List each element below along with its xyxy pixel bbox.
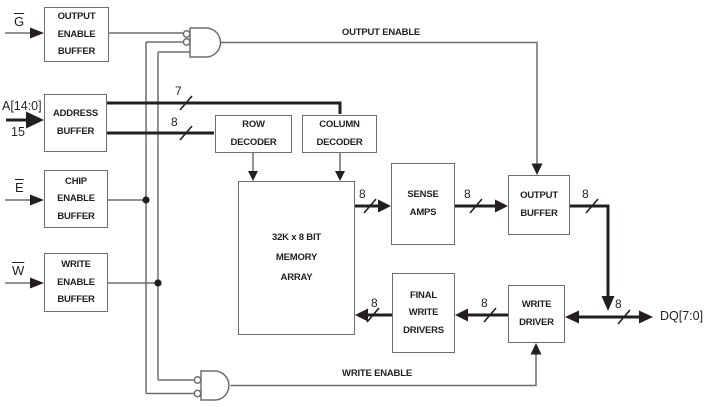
fwd-to-array-arrowhead bbox=[355, 308, 368, 322]
write-enable-and-gate bbox=[193, 370, 230, 401]
bus-width-wd-fwd: 8 bbox=[481, 296, 488, 310]
gate-bubble-w bbox=[193, 376, 202, 384]
sense-amps-block: SENSE AMPS bbox=[391, 163, 455, 245]
chip-enable-buffer-block: CHIP ENABLE BUFFER bbox=[44, 170, 108, 228]
w-arrowhead bbox=[30, 277, 44, 289]
col-dec-down-arrowhead bbox=[335, 171, 345, 181]
slash-wd-fwd bbox=[483, 307, 497, 323]
address-input-label: A[14:0] bbox=[2, 99, 42, 113]
column-decoder-label: COLUMN DECODER bbox=[316, 119, 363, 148]
address-arrowhead bbox=[26, 111, 44, 129]
dq-left-arrowhead bbox=[565, 310, 579, 324]
output-enable-buffer-label: OUTPUT ENABLE BUFFER bbox=[57, 11, 96, 58]
write-enable-junction-dot bbox=[154, 279, 162, 287]
write-driver-block: WRITE DRIVER bbox=[508, 285, 565, 343]
w-input-label: W bbox=[12, 263, 25, 278]
write-enable-wire-label: WRITE ENABLE bbox=[342, 368, 412, 379]
output-enable-wire bbox=[220, 41, 538, 165]
write-driver-label: WRITE DRIVER bbox=[519, 299, 554, 328]
g-arrowhead bbox=[30, 27, 44, 39]
final-write-drivers-label: FINAL WRITE DRIVERS bbox=[403, 289, 444, 336]
outbuf-down-arrowhead bbox=[601, 296, 615, 311]
write-enable-up-arrowhead bbox=[530, 343, 542, 355]
gate-bubble-g bbox=[182, 30, 191, 38]
write-enable-buffer-block: WRITE ENABLE BUFFER bbox=[44, 253, 108, 312]
e-input-label: E bbox=[15, 180, 24, 195]
outbuf-to-dq-bus bbox=[570, 204, 610, 297]
column-decoder-block: COLUMN DECODER bbox=[302, 115, 377, 153]
output-enable-down-arrowhead bbox=[531, 163, 543, 175]
gate-bubble-e bbox=[182, 38, 191, 46]
final-write-drivers-block: FINAL WRITE DRIVERS bbox=[392, 273, 455, 353]
bus-width-dq: 8 bbox=[615, 297, 622, 311]
bus-width-outbuf-dq: 8 bbox=[582, 187, 589, 201]
slash-column-bus bbox=[179, 95, 193, 111]
bus-width-sense-outbuf: 8 bbox=[464, 187, 471, 201]
output-enable-buffer-block: OUTPUT ENABLE BUFFER bbox=[44, 7, 109, 62]
row-decoder-label: ROW DECODER bbox=[230, 119, 277, 148]
g-input-label: G bbox=[14, 14, 25, 29]
bus-width-array-sense: 8 bbox=[359, 187, 366, 201]
slash-fwd-array bbox=[366, 307, 380, 323]
array-to-sense-arrowhead bbox=[378, 199, 391, 213]
output-buffer-label: OUTPUT BUFFER bbox=[520, 190, 558, 219]
slash-outbuf-dq bbox=[585, 198, 599, 214]
memory-array-label: 32K x 8 BIT MEMORY ARRAY bbox=[271, 232, 321, 283]
address-buffer-block: ADDRESS BUFFER bbox=[44, 94, 107, 152]
dq-port-label: DQ[7:0] bbox=[660, 309, 704, 323]
memory-array-block: 32K x 8 BIT MEMORY ARRAY bbox=[238, 181, 355, 335]
column-address-bus bbox=[107, 101, 342, 114]
chip-enable-buffer-label: CHIP ENABLE BUFFER bbox=[57, 175, 95, 222]
bus-width-row: 8 bbox=[171, 115, 178, 129]
address-width-label: 15 bbox=[11, 125, 25, 139]
sense-amps-label: SENSE AMPS bbox=[407, 189, 439, 218]
output-buffer-block: OUTPUT BUFFER bbox=[508, 175, 570, 235]
e-arrowhead bbox=[30, 194, 44, 206]
write-enable-buffer-label: WRITE ENABLE BUFFER bbox=[57, 259, 95, 306]
slash-dq bbox=[617, 309, 631, 325]
bus-width-fwd-array: 8 bbox=[371, 296, 378, 310]
row-dec-down-arrowhead bbox=[248, 171, 258, 181]
wd-to-fwd-arrowhead bbox=[455, 308, 468, 322]
slash-row-bus bbox=[179, 125, 193, 141]
chip-enable-junction-dot bbox=[142, 196, 150, 204]
address-buffer-label: ADDRESS BUFFER bbox=[52, 108, 99, 137]
slash-array-sense bbox=[363, 198, 377, 214]
sense-to-outbuf-arrowhead bbox=[495, 199, 508, 213]
output-enable-and-gate bbox=[182, 27, 222, 58]
row-decoder-block: ROW DECODER bbox=[215, 115, 292, 153]
write-enable-wire bbox=[230, 353, 537, 387]
dq-right-arrowhead bbox=[639, 310, 653, 324]
bus-width-column: 7 bbox=[175, 84, 182, 98]
output-enable-wire-label: OUTPUT ENABLE bbox=[341, 27, 421, 38]
gate-bubble-e2 bbox=[193, 389, 202, 398]
slash-sense-outbuf bbox=[469, 198, 483, 214]
